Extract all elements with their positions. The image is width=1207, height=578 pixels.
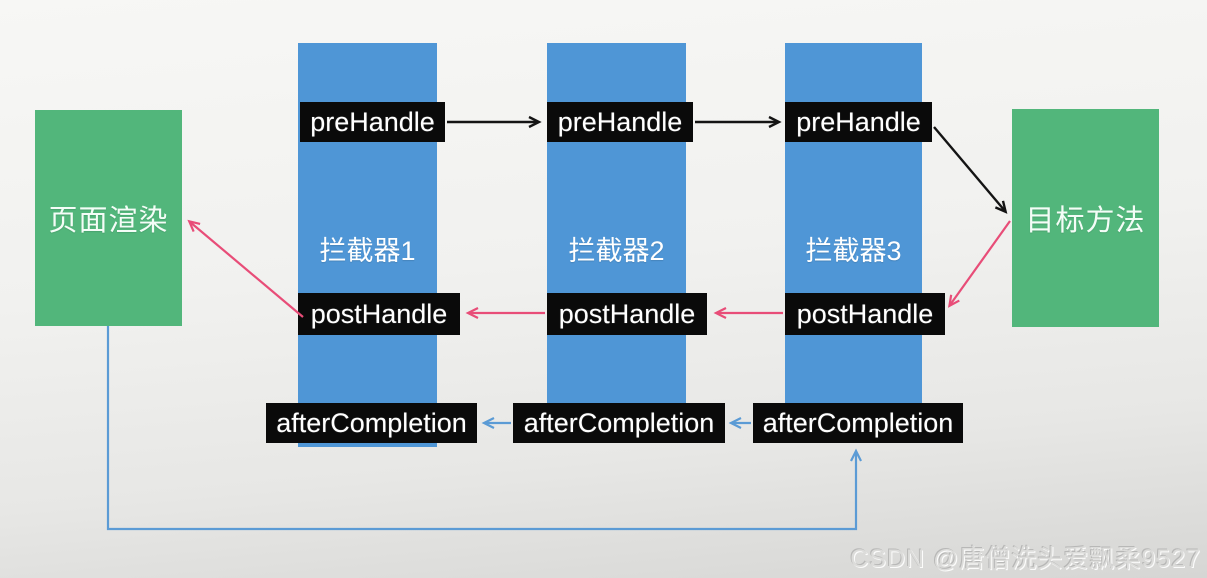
aftercompletion-label-3: afterCompletion <box>753 403 963 443</box>
post-flow-arrow-target-to-3 <box>947 220 1011 308</box>
page-render-box: 页面渲染 <box>35 110 182 326</box>
prehandle-label-1: preHandle <box>300 102 445 142</box>
watermark: CSDN @唐僧洗头爱飘柔9527 <box>850 545 1201 573</box>
post-flow-arrow-1-to-page-render <box>187 219 304 318</box>
aftercompletion-label-1: afterCompletion <box>266 403 477 443</box>
posthandle-label-2: postHandle <box>547 293 707 335</box>
target-method-box: 目标方法 <box>1012 109 1159 327</box>
after-flow-line-page-render-to-3 <box>106 326 862 531</box>
interceptor-2-name: 拦截器2 <box>568 236 665 266</box>
pre-flow-arrow-3-to-target <box>933 126 1008 214</box>
posthandle-label-1: postHandle <box>298 293 460 335</box>
prehandle-label-2: preHandle <box>547 102 693 142</box>
interceptor-3-name: 拦截器3 <box>805 236 902 266</box>
interceptor-1-name: 拦截器1 <box>319 236 416 266</box>
aftercompletion-label-2: afterCompletion <box>513 403 725 443</box>
posthandle-label-3: postHandle <box>785 293 945 335</box>
prehandle-label-3: preHandle <box>785 102 932 142</box>
